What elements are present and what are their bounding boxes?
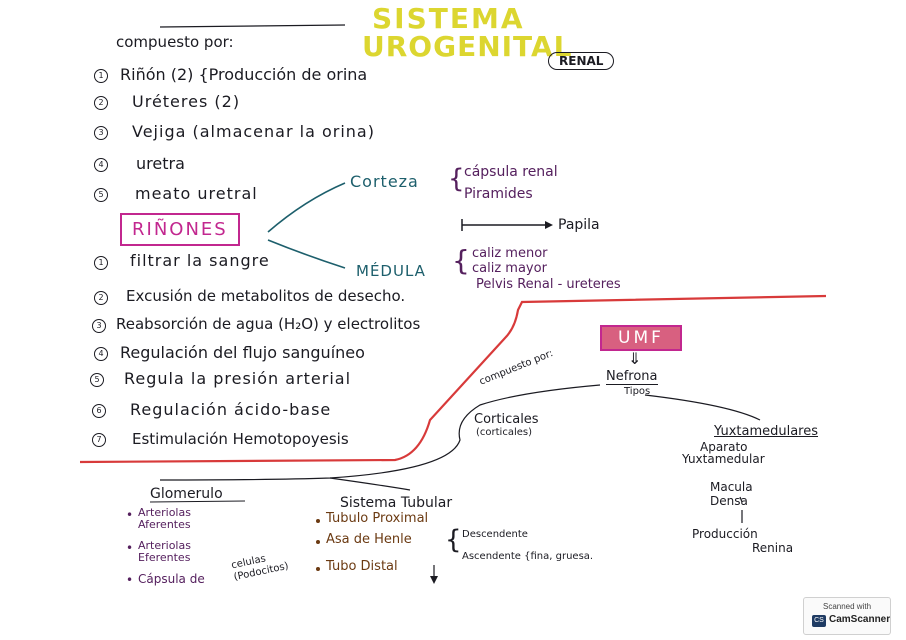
yuxta-item: Aparato xyxy=(700,440,748,454)
glomerulo-item: Arteriolas Aferentes xyxy=(138,506,191,531)
yuxta-item: Renina xyxy=(752,541,794,555)
function-text: Regula la presión arterial xyxy=(124,369,352,388)
medula-item: Pelvis Renal - ureteres xyxy=(476,277,621,292)
branch-medula xyxy=(267,239,346,269)
corteza-item: Piramides xyxy=(464,186,533,202)
corteza-label: Corteza xyxy=(350,172,419,191)
title-renal-tag: RENAL xyxy=(548,52,615,70)
branch-corteza xyxy=(267,182,346,233)
title-line1: SISTEMA xyxy=(372,2,525,35)
function-text: Regulación del flujo sanguíneo xyxy=(120,343,365,362)
umf-label: UMF xyxy=(600,325,682,351)
function-text: Reabsorción de agua (H₂O) y electrolitos xyxy=(116,315,421,333)
glomerulo-bullet: • xyxy=(126,573,134,587)
component-text: meato uretral xyxy=(135,184,258,203)
glomerulo-label: Glomerulo xyxy=(150,486,223,502)
number-bullet: 7 xyxy=(92,433,106,447)
medula-item: caliz menor xyxy=(472,246,548,261)
kidneys-box: RIÑONES xyxy=(120,213,240,246)
medula-item: caliz mayor xyxy=(472,261,547,276)
number-bullet: 2 xyxy=(94,291,108,305)
medula-label: MÉDULA xyxy=(356,262,426,280)
red-divider-line xyxy=(79,294,827,464)
function-text: filtrar la sangre xyxy=(130,251,270,270)
component-text: Vejiga (almacenar la orina) xyxy=(132,122,375,141)
tubular-item: Tubulo Proximal xyxy=(326,511,429,526)
function-text: Excusión de metabolitos de desecho. xyxy=(126,287,406,305)
tubular-bullet xyxy=(316,540,320,544)
scanner-brand: CamScanner xyxy=(829,614,891,625)
yuxta-item: Densa xyxy=(710,494,748,508)
number-bullet: 4 xyxy=(94,347,108,361)
umf-down-arrow: ⇓ xyxy=(628,349,642,368)
corteza-item: cápsula renal xyxy=(464,164,558,180)
camscanner-logo-icon: CS xyxy=(812,615,826,627)
number-bullet: 1 xyxy=(94,256,108,270)
yuxta-item: Producción xyxy=(692,527,758,541)
tubular-item: Tubo Distal xyxy=(326,559,398,574)
corticales-sub: (corticales) xyxy=(476,427,532,438)
number-bullet: 1 xyxy=(94,69,108,83)
henle-ascendente: Ascendente {fina, gruesa. xyxy=(462,551,594,562)
number-bullet: 3 xyxy=(94,126,108,140)
tubular-label: Sistema Tubular xyxy=(340,495,453,511)
yuxta-item: Macula xyxy=(710,480,753,494)
number-bullet: 3 xyxy=(92,319,106,333)
title-line2: UROGENITAL xyxy=(362,30,573,63)
glomerulo-item: Arteriolas Eferentes xyxy=(138,539,191,564)
nefrona-label: Nefrona xyxy=(606,369,658,385)
component-text: Uréteres (2) xyxy=(132,92,241,111)
scanner-caption: Scanned with xyxy=(822,602,872,611)
tipos-label: Tipos xyxy=(624,386,651,397)
tubular-item: Asa de Henle xyxy=(326,532,412,547)
function-text: Estimulación Hemotopoyesis xyxy=(132,430,349,448)
number-bullet: 6 xyxy=(92,404,106,418)
component-text: Riñón (2) {Producción de orina xyxy=(120,65,368,84)
composed-by-heading: compuesto por: xyxy=(116,33,234,51)
corteza-brace: { xyxy=(448,164,465,194)
function-text: Regulación ácido-base xyxy=(130,400,332,419)
number-bullet: 5 xyxy=(90,373,104,387)
glomerulo-bullet: • xyxy=(126,541,134,555)
glomerulo-bullet: • xyxy=(126,508,134,522)
number-bullet: 4 xyxy=(94,158,108,172)
number-bullet: 5 xyxy=(94,188,108,202)
yuxta-item: Yuxtamedular xyxy=(682,452,765,466)
tubular-bullet xyxy=(316,519,320,523)
tubular-bullet xyxy=(316,567,320,571)
camscanner-watermark: Scanned with CS CamScanner xyxy=(803,597,891,635)
yuxta-label: Yuxtamedulares xyxy=(714,424,819,439)
corticales-label: Corticales xyxy=(474,412,539,427)
number-bullet: 2 xyxy=(94,96,108,110)
henle-descendente: Descendente xyxy=(462,529,528,540)
medula-brace: { xyxy=(452,244,470,277)
glomerulo-item: Cápsula de xyxy=(138,572,205,586)
henle-brace: { xyxy=(445,525,462,555)
papila-label: Papila xyxy=(558,217,600,233)
component-text: uretra xyxy=(136,154,185,173)
